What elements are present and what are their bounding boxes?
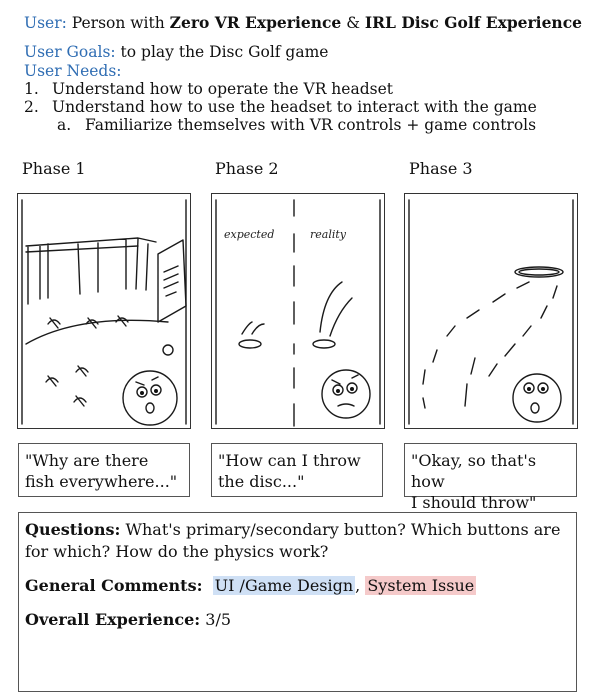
need-item-1: 1. Understand how to operate the VR heads… — [24, 80, 393, 98]
questions-row: Questions: What's primary/secondary butt… — [25, 519, 568, 563]
experience-value: 3/5 — [200, 610, 232, 629]
questions-label: Questions: — [25, 520, 121, 539]
tag-system-issue: System Issue — [365, 576, 477, 595]
sub-need-item: a. Familiarize themselves with VR control… — [57, 116, 536, 134]
sub-need-text: Familiarize themselves with VR controls … — [85, 116, 537, 134]
expected-vs-reality-sketch: expected reality — [215, 199, 381, 427]
questions-text: What's primary/secondary button? Which b… — [25, 520, 561, 561]
need-text: Understand how to operate the VR headset — [52, 80, 393, 98]
phase-1-sketch — [17, 193, 191, 429]
user-line: User: Person with Zero VR Experience & I… — [24, 13, 582, 32]
phase-3-sketch — [404, 193, 578, 429]
tag-separator: , — [355, 576, 361, 595]
user-label: User: — [24, 14, 67, 32]
phase-2-label: Phase 2 — [215, 159, 279, 178]
comments-label: General Comments: — [25, 576, 203, 595]
need-text: Understand how to use the headset to int… — [52, 98, 537, 116]
experience-label: Overall Experience: — [25, 610, 201, 629]
phase-2-caption: "How can I throw the disc..." — [211, 443, 383, 497]
comments-row: General Comments: UI /Game Design, Syste… — [25, 575, 568, 597]
experience-row: Overall Experience: 3/5 — [25, 609, 568, 631]
phase-2-sketch: expected reality — [211, 193, 385, 429]
user-prefix: Person with — [66, 14, 170, 32]
phase-3-caption: "Okay, so that's how I should throw" — [404, 443, 577, 512]
phase-1-caption: "Why are there fish everywhere..." — [18, 443, 190, 497]
goals-text: to play the Disc Golf game — [115, 43, 329, 61]
reality-label: reality — [310, 228, 347, 241]
needs-label: User Needs: — [24, 62, 122, 80]
user-experience-2: IRL Disc Golf Experience — [364, 13, 583, 32]
expected-label: expected — [224, 228, 274, 241]
user-amp: & — [341, 14, 365, 32]
sub-need-letter: a. — [57, 116, 72, 134]
tag-ui-game-design: UI /Game Design — [212, 576, 356, 595]
need-item-2: 2. Understand how to use the headset to i… — [24, 98, 537, 116]
goals-line: User Goals: to play the Disc Golf game — [24, 43, 328, 61]
disc-trajectory-sketch — [408, 199, 574, 425]
need-number: 1. — [24, 80, 39, 98]
goals-label: User Goals: — [24, 43, 116, 61]
user-experience-1: Zero VR Experience — [169, 13, 342, 32]
need-number: 2. — [24, 98, 39, 116]
room-with-fish-sketch — [21, 199, 187, 426]
summary-box: Questions: What's primary/secondary butt… — [18, 512, 577, 692]
phase-3-label: Phase 3 — [409, 159, 473, 178]
phase-1-label: Phase 1 — [22, 159, 86, 178]
